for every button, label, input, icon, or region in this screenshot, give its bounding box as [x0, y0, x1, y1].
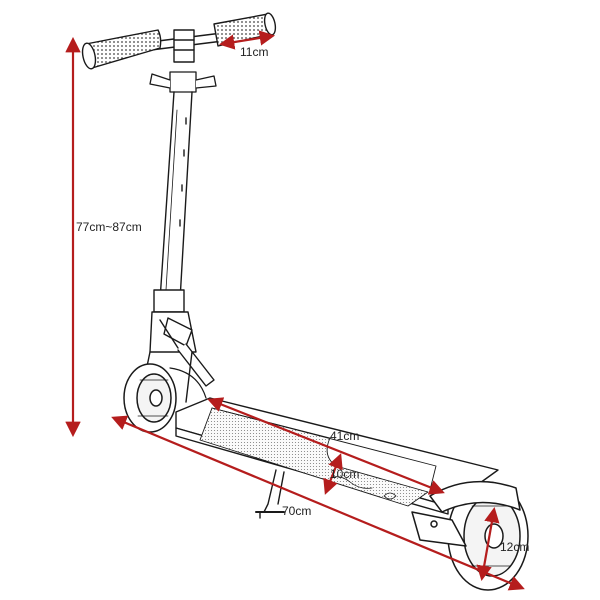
folding-mechanism — [149, 289, 215, 387]
deck-length-label: 41cm — [330, 429, 359, 443]
wheel-width-line — [476, 506, 500, 582]
dimension-lines: 77cm~87cm 11cm 41cm 10cm 70cm 12cm — [65, 30, 529, 591]
wheel-width-label: 12cm — [500, 540, 529, 554]
steering-stem — [159, 91, 193, 301]
overall-length-label: 70cm — [282, 504, 311, 518]
grip-length-label: 11cm — [240, 45, 268, 59]
deck-width-label: 10cm — [330, 467, 359, 481]
height-clamp — [149, 71, 217, 93]
left-grip — [81, 29, 162, 70]
handlebar-height-label: 77cm~87cm — [76, 220, 142, 234]
front-wheel — [123, 363, 207, 433]
handlebar — [81, 12, 277, 70]
kickstand — [255, 469, 285, 519]
grip-length-line — [218, 30, 276, 50]
overall-length-line — [111, 415, 525, 591]
